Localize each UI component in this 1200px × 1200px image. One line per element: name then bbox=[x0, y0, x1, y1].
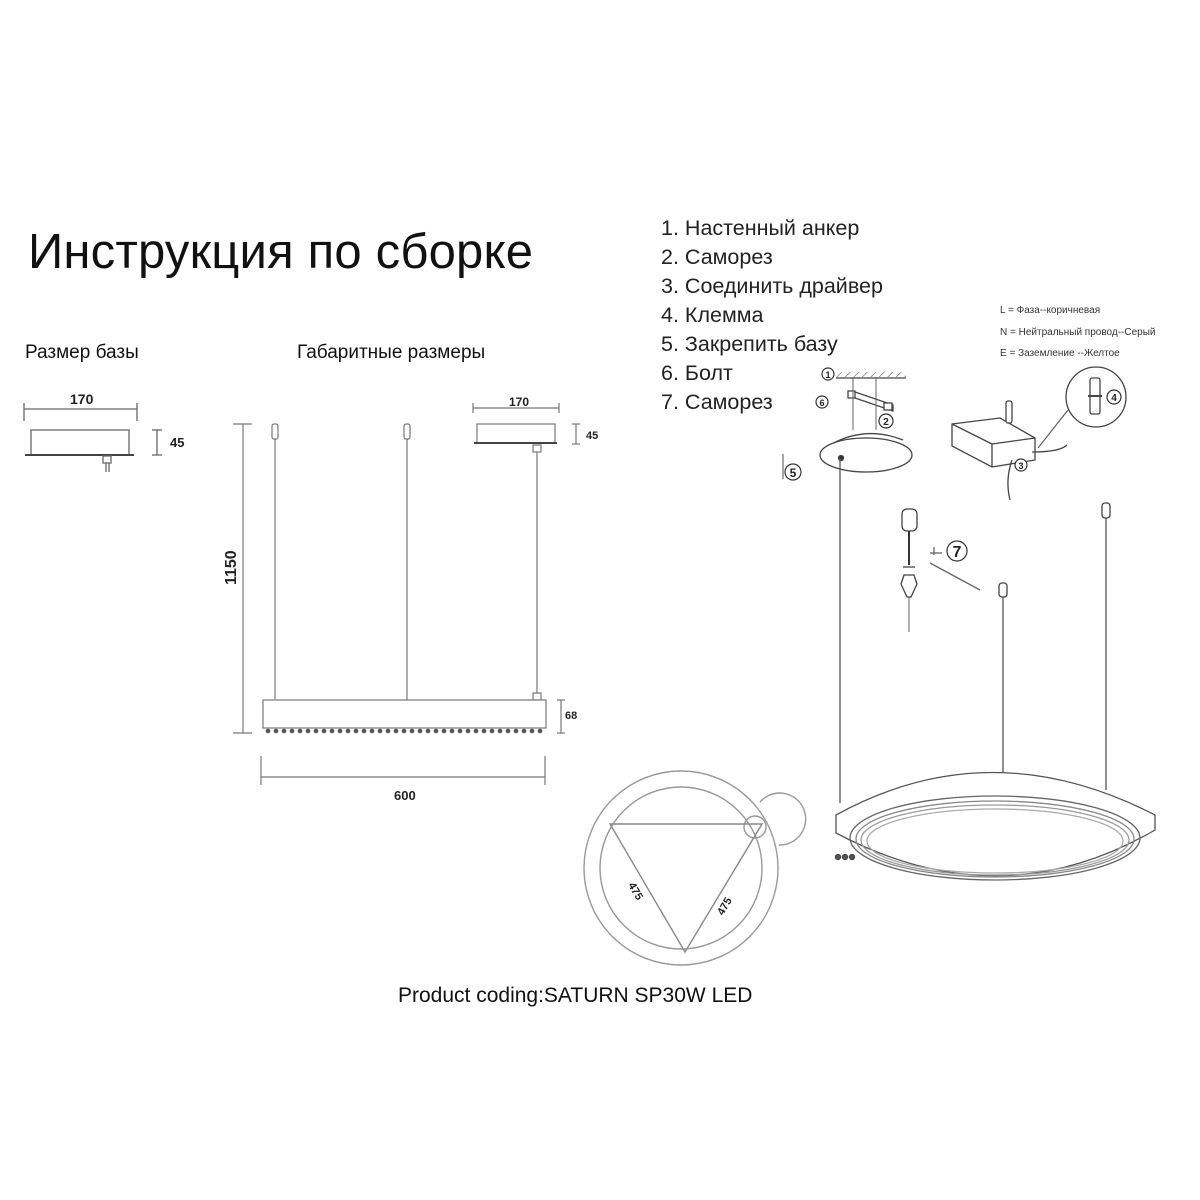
top-view-drawing bbox=[583, 770, 807, 966]
length-label: 600 bbox=[394, 788, 416, 803]
step-item: 3. Соединить драйвер bbox=[661, 272, 883, 301]
wiring-legend-earth: E = Заземление --Желтое bbox=[1000, 348, 1120, 359]
body-height-label: 68 bbox=[565, 710, 577, 722]
step-number: 6. bbox=[661, 361, 679, 385]
page-title: Инструкция по сборке bbox=[28, 225, 534, 279]
step-item: 4. Клемма bbox=[661, 301, 883, 330]
total-height-label: 1150 bbox=[223, 550, 240, 585]
callout-6: 6 bbox=[819, 398, 824, 408]
step-item: 2. Саморез bbox=[661, 243, 883, 272]
wiring-legend-phase: L = Фаза--коричневая bbox=[1000, 305, 1101, 316]
step-item: 6. Болт bbox=[661, 359, 883, 388]
overall-dimensions-drawing bbox=[233, 403, 580, 785]
callout-7: 7 bbox=[953, 544, 962, 561]
step-number: 4. bbox=[661, 303, 679, 327]
canopy-height-label: 45 bbox=[586, 430, 598, 442]
wiring-legend-neutral: N = Нейтральный провод--Серый bbox=[1000, 326, 1156, 338]
product-coding: Product coding:SATURN SP30W LED bbox=[398, 984, 753, 1007]
callout-1: 1 bbox=[825, 370, 830, 380]
triangle-side-a-label: 475 bbox=[625, 881, 645, 903]
step-number: 5. bbox=[661, 332, 679, 356]
callout-markers bbox=[784, 367, 1122, 562]
step-number: 1. bbox=[661, 216, 679, 240]
step-label: Клемма bbox=[684, 303, 764, 327]
step-item: 5. Закрепить базу bbox=[661, 330, 883, 359]
step-label: Саморез bbox=[684, 245, 773, 269]
step-label: Болт bbox=[684, 361, 733, 385]
wiring-legend: L = Фаза--коричневая N = Нейтральный про… bbox=[1000, 300, 1156, 365]
callout-2: 2 bbox=[883, 417, 889, 428]
step-item: 1. Настенный анкер bbox=[661, 214, 883, 243]
assembly-steps-list: 1. Настенный анкер 2. Саморез 3. Соедини… bbox=[661, 214, 883, 417]
step-label: Закрепить базу bbox=[684, 332, 838, 356]
step-item: 7. Саморез bbox=[661, 388, 883, 417]
base-size-heading: Размер базы bbox=[25, 342, 139, 363]
callout-5: 5 bbox=[790, 466, 797, 480]
base-height-label: 45 bbox=[170, 435, 184, 450]
crystal-beads bbox=[265, 728, 543, 734]
step-label: Саморез bbox=[684, 390, 773, 414]
step-label: Соединить драйвер bbox=[684, 274, 883, 298]
callout-4: 4 bbox=[1111, 393, 1117, 404]
overall-dimensions-heading: Габаритные размеры bbox=[297, 342, 486, 363]
step-number: 2. bbox=[661, 245, 679, 269]
triangle-side-b-label: 475 bbox=[715, 896, 735, 918]
step-label: Настенный анкер bbox=[684, 216, 860, 240]
callout-3: 3 bbox=[1018, 461, 1023, 471]
step-number: 3. bbox=[661, 274, 679, 298]
base-width-label: 170 bbox=[70, 391, 94, 407]
step-number: 7. bbox=[661, 390, 679, 414]
canopy-width-label: 170 bbox=[509, 395, 529, 409]
installation-illustration bbox=[782, 366, 1156, 881]
base-size-drawing bbox=[23, 403, 162, 472]
